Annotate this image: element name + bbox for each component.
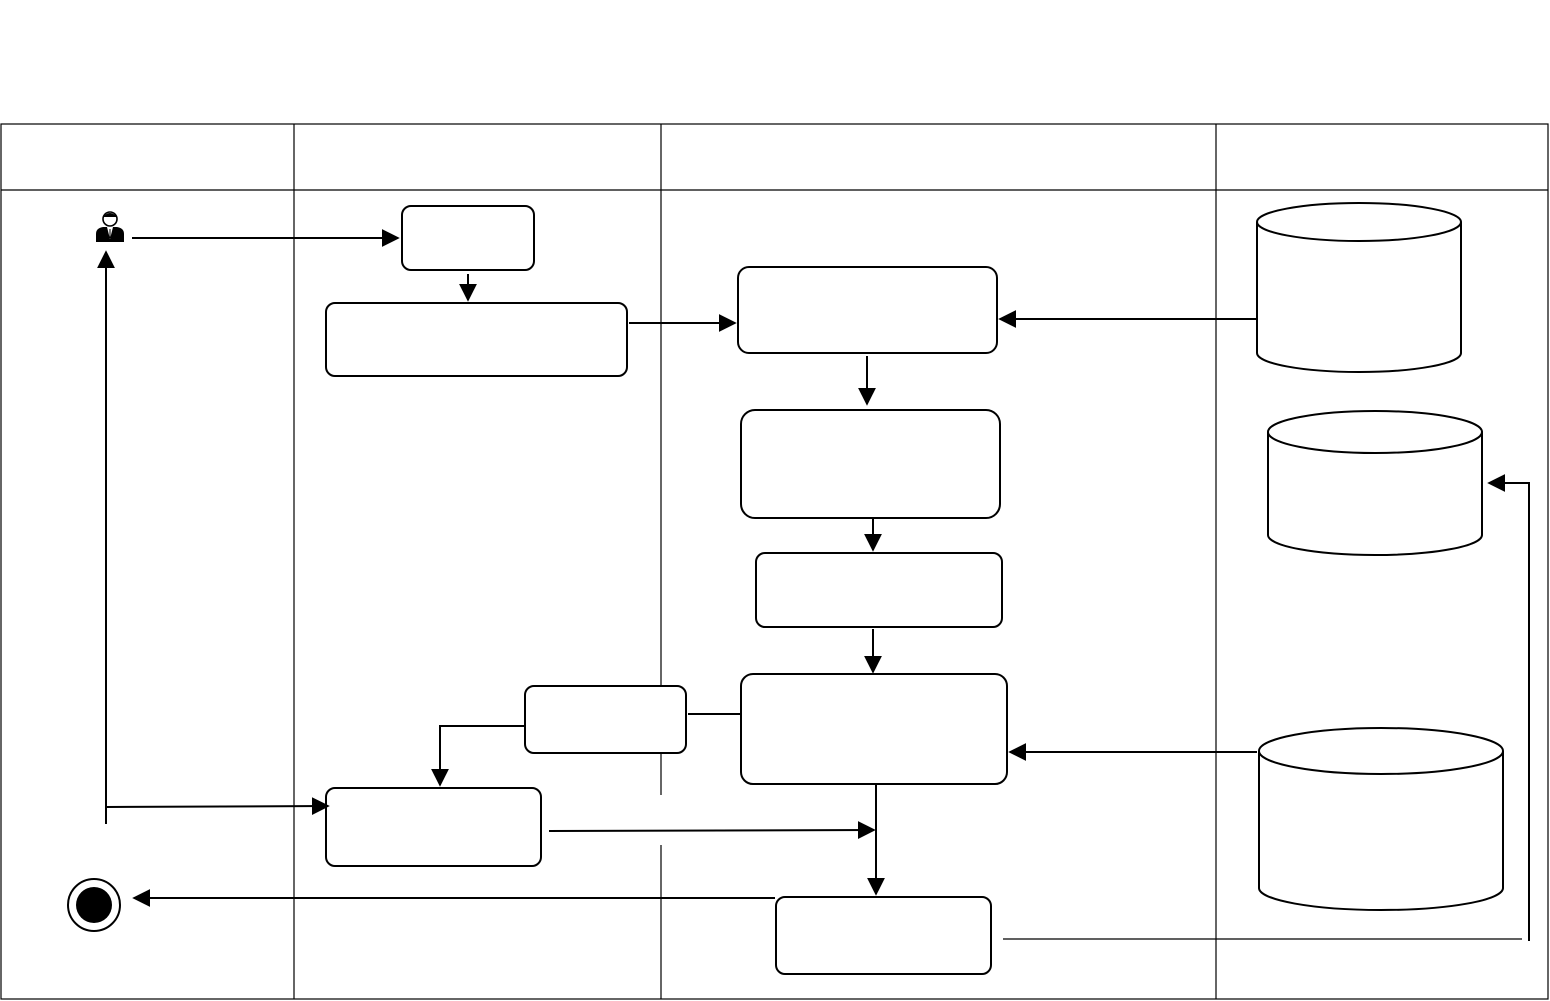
activity-node-a bbox=[401, 205, 535, 271]
swimlane-frame bbox=[0, 123, 1549, 1000]
activity-node-c bbox=[737, 266, 998, 354]
activity-node-i bbox=[775, 896, 992, 975]
flow-actor-to-h bbox=[105, 797, 330, 816]
database-3 bbox=[1258, 727, 1504, 911]
activity-node-b bbox=[325, 302, 628, 377]
activity-node-e bbox=[755, 552, 1003, 628]
activity-node-d bbox=[740, 409, 1001, 519]
flow-i-to-db2 bbox=[1487, 474, 1530, 941]
lanes-border bbox=[0, 123, 1549, 1000]
activity-node-f bbox=[740, 673, 1008, 785]
final-node bbox=[67, 878, 121, 932]
database-2 bbox=[1267, 410, 1483, 556]
flow-g-to-h bbox=[431, 725, 525, 787]
flow-h-to-merge bbox=[548, 821, 876, 840]
database-1 bbox=[1256, 202, 1462, 373]
activity-node-h bbox=[325, 787, 542, 867]
activity-node-g bbox=[524, 685, 687, 754]
person-icon bbox=[96, 211, 124, 242]
